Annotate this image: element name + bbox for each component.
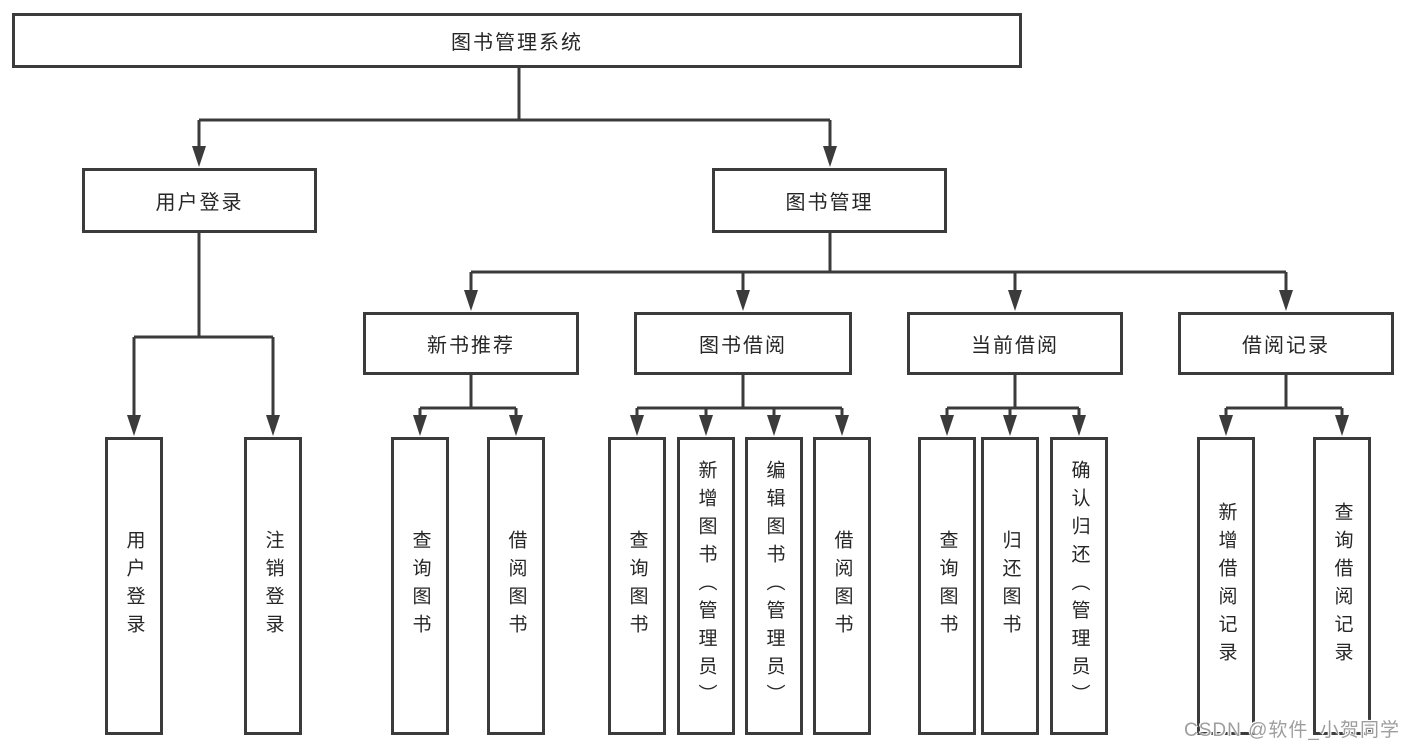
leaf-bb-add-book-label: 新增图书（管理员） — [695, 460, 717, 712]
node-user-login-group: 用户登录 — [82, 168, 317, 233]
leaf-nbr-borrow-book: 借阅图书 — [487, 437, 545, 735]
leaf-bb-edit-book-label: 编辑图书（管理员） — [763, 460, 785, 712]
leaf-bb-add-book: 新增图书（管理员） — [677, 437, 735, 735]
leaf-bb-borrow-book-label: 借阅图书 — [831, 530, 853, 642]
connector-root-to-level2 — [192, 68, 837, 167]
leaf-cb-return-book-label: 归还图书 — [999, 530, 1021, 642]
connector-new-book-recommend-branch — [413, 375, 523, 436]
leaf-nbr-query-book: 查询图书 — [391, 437, 449, 735]
node-current-borrow-label: 当前借阅 — [971, 335, 1059, 357]
node-root-system-label: 图书管理系统 — [451, 32, 583, 54]
node-current-borrow: 当前借阅 — [907, 312, 1123, 375]
leaf-logout: 注销登录 — [244, 437, 302, 735]
leaf-bb-borrow-book: 借阅图书 — [813, 437, 871, 735]
leaf-cb-confirm-return: 确认归还（管理员） — [1050, 437, 1108, 735]
leaf-br-query-record: 查询借阅记录 — [1313, 437, 1371, 735]
leaf-logout-label: 注销登录 — [262, 530, 284, 642]
connector-book-borrow-branch — [630, 375, 849, 436]
leaf-cb-query-book: 查询图书 — [918, 437, 976, 735]
leaf-bb-query-book-label: 查询图书 — [626, 530, 648, 642]
node-borrow-record-label: 借阅记录 — [1242, 335, 1330, 357]
node-new-book-recommend-label: 新书推荐 — [427, 335, 515, 357]
node-root-system: 图书管理系统 — [12, 13, 1022, 68]
node-book-borrow-label: 图书借阅 — [699, 335, 787, 357]
leaf-bb-query-book: 查询图书 — [608, 437, 666, 735]
node-book-borrow: 图书借阅 — [634, 312, 852, 375]
csdn-watermark: CSDN @软件_小贺同学 — [1184, 720, 1400, 741]
connector-book-management-to-level3 — [464, 233, 1293, 311]
leaf-cb-return-book: 归还图书 — [981, 437, 1039, 735]
leaf-user-login: 用户登录 — [105, 437, 163, 735]
node-new-book-recommend: 新书推荐 — [363, 312, 579, 375]
connector-user-login-branch — [127, 233, 280, 436]
node-book-management-group-label: 图书管理 — [785, 192, 874, 214]
leaf-bb-edit-book: 编辑图书（管理员） — [745, 437, 803, 735]
leaf-br-query-record-label: 查询借阅记录 — [1331, 502, 1353, 670]
leaf-nbr-borrow-book-label: 借阅图书 — [505, 530, 527, 642]
connector-borrow-record-branch — [1219, 375, 1349, 436]
leaf-cb-confirm-return-label: 确认归还（管理员） — [1068, 460, 1090, 712]
leaf-br-add-record-label: 新增借阅记录 — [1215, 502, 1237, 670]
leaf-cb-query-book-label: 查询图书 — [936, 530, 958, 642]
node-book-management-group: 图书管理 — [712, 168, 947, 233]
leaf-nbr-query-book-label: 查询图书 — [409, 530, 431, 642]
connector-current-borrow-branch — [940, 375, 1086, 436]
leaf-user-login-label: 用户登录 — [123, 530, 145, 642]
node-user-login-group-label: 用户登录 — [155, 192, 244, 214]
node-borrow-record: 借阅记录 — [1178, 312, 1394, 375]
leaf-br-add-record: 新增借阅记录 — [1197, 437, 1255, 735]
